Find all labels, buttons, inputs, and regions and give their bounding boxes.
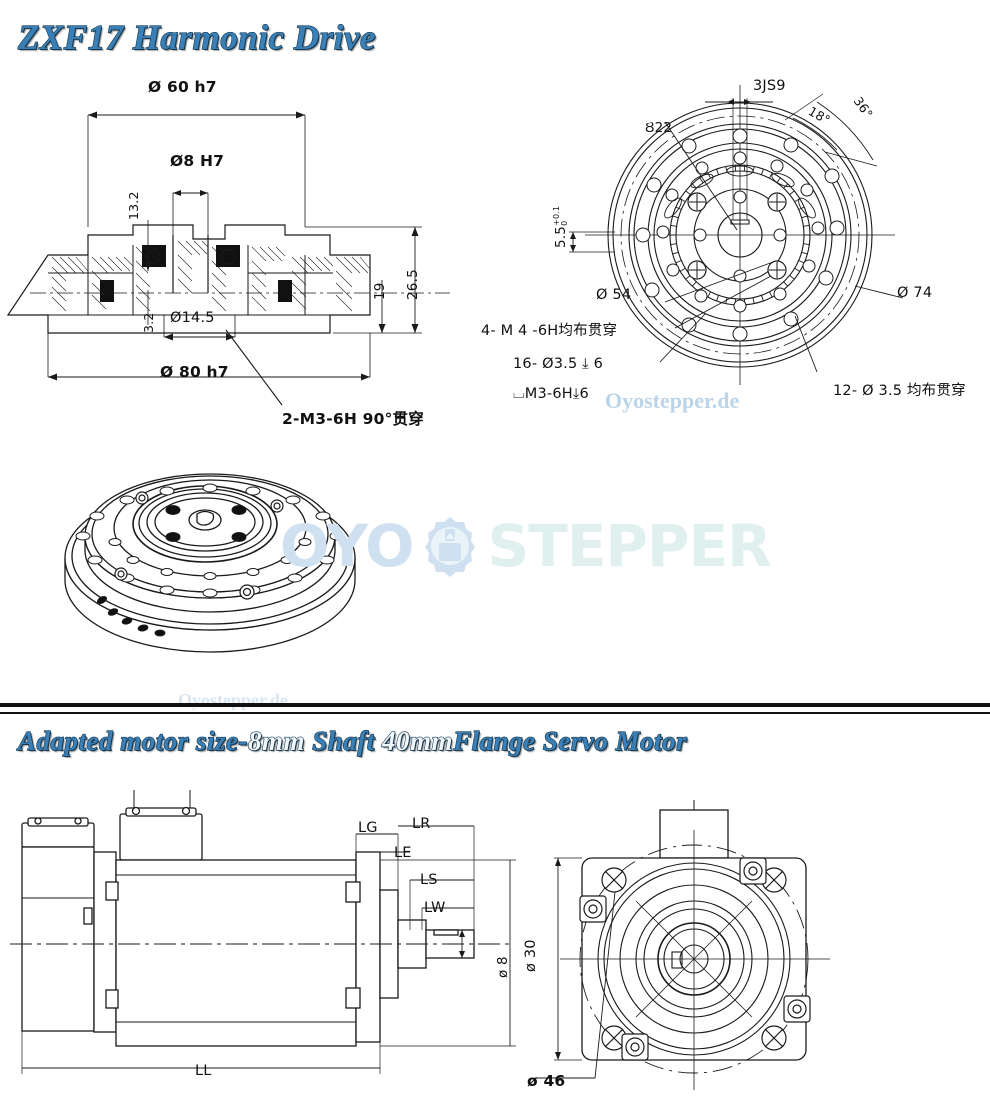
dim-bolt-circle-54: Ø 54 xyxy=(596,287,632,303)
dim-key-width: 3JS9 xyxy=(753,78,786,94)
watermark-stepper-text: STEPPER xyxy=(487,512,771,580)
dim-outer-diameter: Ø 60 h7 xyxy=(148,78,217,96)
motor-face-view-drawing xyxy=(535,800,870,1100)
dim-flange-diameter: Ø 80 h7 xyxy=(160,363,229,381)
note-12-holes: 12- Ø 3.5 均布贯穿 xyxy=(833,383,966,399)
dim-counter-bore: Ø14.5 xyxy=(170,310,215,326)
dim-le: LE xyxy=(394,845,412,861)
dim-height-13-2: 13.2 xyxy=(126,191,141,220)
motor-title-prefix: Adapted motor size- xyxy=(17,725,248,756)
note-counterbore: ⌴M3-6H⤓6 xyxy=(513,386,589,402)
dim-bore-diameter: Ø8 H7 xyxy=(170,152,225,170)
dim-ll: LL xyxy=(195,1063,212,1079)
motor-title-mid: Shaft xyxy=(305,725,383,756)
dim-ls: LS xyxy=(420,872,438,888)
gear-motor-icon xyxy=(419,515,481,577)
face-view-drawing xyxy=(555,80,955,400)
dim-depth-19: 19 xyxy=(372,282,388,300)
motor-title-shaft: 8mm xyxy=(247,725,306,756)
motor-title-suffix: Flange Servo Motor xyxy=(452,725,688,756)
harmonic-drive-isometric-view xyxy=(55,440,365,690)
section-divider-top xyxy=(0,703,990,707)
dim-inner-diameter: Ȣ22 xyxy=(645,120,673,136)
page-title-harmonic-drive: ZXF17 Harmonic Drive xyxy=(17,17,377,57)
dim-flange-pilot: ø 30 xyxy=(523,939,539,972)
motor-title-flange: 40mm xyxy=(381,725,454,756)
dim-lr: LR xyxy=(412,816,431,832)
dim-lg: LG xyxy=(358,820,378,836)
dim-motor-bolt-circle: ø 46 xyxy=(527,1072,566,1090)
watermark-oyostepper-mid: Oyostepper.de xyxy=(178,690,288,710)
motor-side-view-drawing xyxy=(10,790,540,1090)
dim-shaft-diameter: ø 8 xyxy=(495,956,511,978)
dim-depth-26-5: 26.5 xyxy=(405,269,421,300)
dim-height-3-2: 3.2 xyxy=(141,312,156,333)
dim-lw: LW xyxy=(424,900,446,916)
dim-bolt-circle-74: Ø 74 xyxy=(897,285,933,301)
page-title-motor: Adapted motor size-8mm Shaft 40mmFlange … xyxy=(17,725,688,757)
section-divider-bottom xyxy=(0,712,990,714)
note-2-m3-thread: 2-M3-6H 90°贯穿 xyxy=(282,410,424,428)
cross-section-drawing xyxy=(6,75,450,406)
note-16-holes: 16- Ø3.5 ⤓ 6 xyxy=(513,356,604,372)
note-4-m4-holes: 4- M 4 -6H均布贯穿 xyxy=(481,323,618,339)
